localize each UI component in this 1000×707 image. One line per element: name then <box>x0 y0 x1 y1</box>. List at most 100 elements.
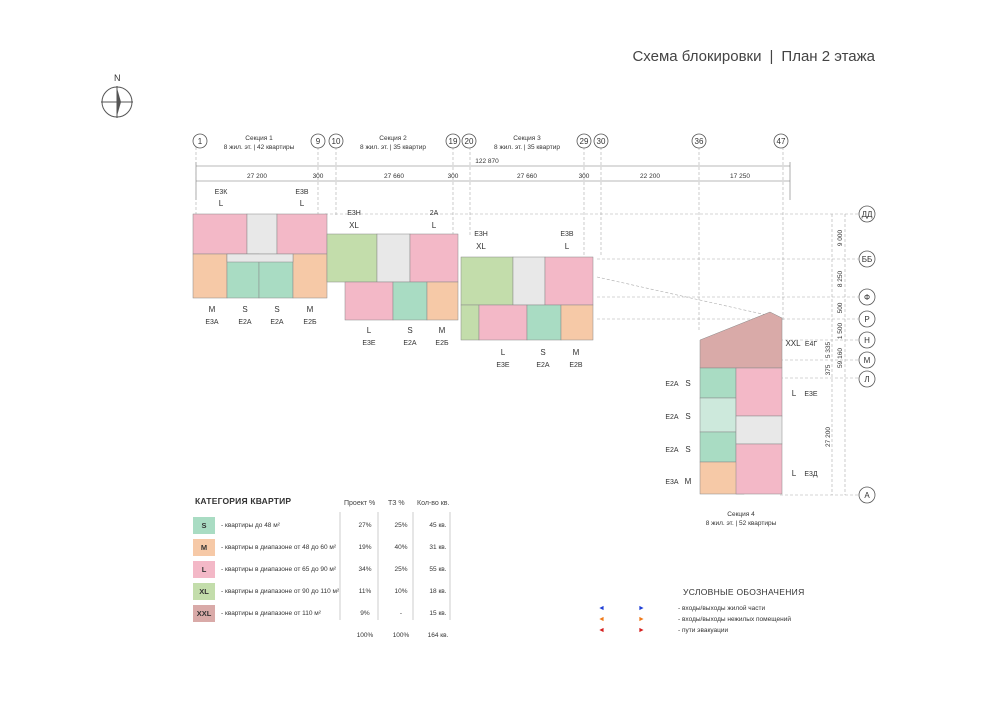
legend-qty: 31 кв. <box>429 543 447 551</box>
dim-value: 8 250 <box>837 270 844 287</box>
unit-size: M <box>573 348 580 357</box>
row-marker-label: ДД <box>862 210 873 219</box>
unit-code: Е2А <box>536 362 550 369</box>
condition-label: - входы/выходы жилой части <box>678 605 766 612</box>
unit-code: Е2А <box>665 414 679 421</box>
axis-marker: 10 <box>328 133 344 149</box>
dim-total: 122 870 <box>475 158 499 165</box>
condition-label: - входы/выходы нежилых помещений <box>678 616 791 623</box>
conditions-list: ◄ ► - входы/выходы жилой части ◄ ► - вхо… <box>598 603 798 636</box>
dim-value: 300 <box>579 173 590 180</box>
row-marker-label: Н <box>864 336 870 345</box>
section-4-plan <box>699 311 783 495</box>
unit-size: S <box>685 379 690 388</box>
svg-text:19: 19 <box>449 137 458 146</box>
section-2-info: 8 жил. эт. | 35 квартир <box>360 144 426 151</box>
svg-text:10: 10 <box>332 137 341 146</box>
unit-code: Е3Е <box>362 340 376 347</box>
section-1-title: Секция 1 <box>245 135 273 142</box>
title-separator: | <box>769 48 774 65</box>
unit-size: M <box>685 477 692 486</box>
legend-swatch: S <box>193 516 215 534</box>
arrow-right-icon: ► <box>638 616 645 623</box>
legend-qty: 45 кв. <box>429 521 447 529</box>
legend-rules <box>339 512 451 620</box>
dim-value: 375 <box>825 364 832 375</box>
legend-proj: 19% <box>358 543 372 551</box>
condition-label: - пути эвакуации <box>678 627 729 634</box>
arrow-left-icon: ◄ <box>598 627 605 634</box>
unit-code: Е3Н <box>474 231 488 238</box>
legend-total-proj: 100% <box>356 631 374 639</box>
dim-value: 1 500 <box>837 322 844 339</box>
unit-code: Е3В <box>295 189 309 196</box>
unit-code: Е2А <box>665 381 679 388</box>
row-marker-label: ББ <box>862 255 873 264</box>
legend-header-tz: ТЗ % <box>388 500 405 507</box>
section-4-info: 8 жил. эт. | 52 квартиры <box>706 520 777 527</box>
axis-markers: 1 9 10 19 20 29 30 36 47 <box>192 133 789 149</box>
unit-size: S <box>242 305 247 314</box>
svg-text:47: 47 <box>777 137 786 146</box>
unit-code: Е2А <box>270 319 284 326</box>
unit-code: Е3Е <box>496 362 510 369</box>
unit-code: Е3А <box>665 479 679 486</box>
section-1-info: 8 жил. эт. | 42 квартиры <box>224 144 295 151</box>
section-3-title: Секция 3 <box>513 135 541 142</box>
legend-desc: - квартиры в диапазоне от 65 до 90 м² <box>221 565 337 573</box>
axis-marker: 20 <box>461 133 477 149</box>
svg-text:30: 30 <box>597 137 606 146</box>
section-1-plan <box>192 213 328 299</box>
unit-labels: Е3К L Е3В L M Е3А S Е2А S Е2А M Е2Б Е3Н … <box>205 189 818 486</box>
unit-code: Е3Е <box>804 391 818 398</box>
row-marker-label: А <box>864 491 870 500</box>
dim-value: 22 200 <box>640 173 660 180</box>
legend-header-project: Проект % <box>344 500 376 507</box>
unit-code: Е2А <box>403 340 417 347</box>
unit-size: M <box>307 305 314 314</box>
legend-proj: 27% <box>358 521 372 529</box>
legend-tz: 25% <box>394 521 408 529</box>
axis-marker: 30 <box>593 133 609 149</box>
title-main: Схема блокировки <box>632 48 762 65</box>
legend-qty: 18 кв. <box>429 587 447 595</box>
legend-total-tz: 100% <box>392 631 410 639</box>
north-label: N <box>114 73 121 83</box>
legend-desc: - квартиры в диапазоне от 110 м² <box>221 609 321 617</box>
dim-value: 27 660 <box>384 173 404 180</box>
dim-value: 27 200 <box>825 427 832 447</box>
condition-item: ◄ ► - входы/выходы жилой части <box>598 603 798 614</box>
legend-row: S - квартиры до 48 м² 27% 25% 45 кв. <box>193 514 457 536</box>
unit-code: Е4Г <box>805 341 818 348</box>
row-grid <box>325 213 858 496</box>
arrow-right-icon: ► <box>638 627 645 634</box>
legend-table: S - квартиры до 48 м² 27% 25% 45 кв. M -… <box>193 514 457 646</box>
condition-item: ◄ ► - входы/выходы нежилых помещений <box>598 614 798 625</box>
unit-size: L <box>432 221 437 230</box>
unit-size: L <box>565 242 570 251</box>
unit-code: Е3Д <box>804 471 818 478</box>
row-markers: ДД ББ Ф Р Н М Л А <box>858 205 876 504</box>
axis-marker: 9 <box>310 133 326 149</box>
dim-value: 9 000 <box>837 229 844 246</box>
legend-swatch: M <box>193 538 215 556</box>
legend-proj: 11% <box>358 587 372 595</box>
axis-marker: 19 <box>445 133 461 149</box>
axis-marker: 36 <box>691 133 707 149</box>
svg-text:20: 20 <box>465 137 474 146</box>
row-marker-label: М <box>864 356 871 365</box>
unit-size: S <box>407 326 412 335</box>
dim-value: 300 <box>448 173 459 180</box>
legend-row: M - квартиры в диапазоне от 48 до 60 м² … <box>193 536 457 558</box>
arrow-left-icon: ◄ <box>598 616 605 623</box>
dim-value: 27 660 <box>517 173 537 180</box>
legend-total-qty: 164 кв. <box>427 631 449 639</box>
legend-desc: - квартиры в диапазоне от 90 до 110 м² <box>221 587 340 595</box>
legend-tz: - <box>399 609 403 617</box>
section-titles: Секция 1 8 жил. эт. | 42 квартиры Секция… <box>224 135 777 527</box>
unit-size: XL <box>476 242 486 251</box>
legend-swatch: XL <box>193 582 215 600</box>
unit-code: Е3К <box>215 189 229 196</box>
legend-totals: 100% 100% 164 кв. <box>193 624 457 646</box>
